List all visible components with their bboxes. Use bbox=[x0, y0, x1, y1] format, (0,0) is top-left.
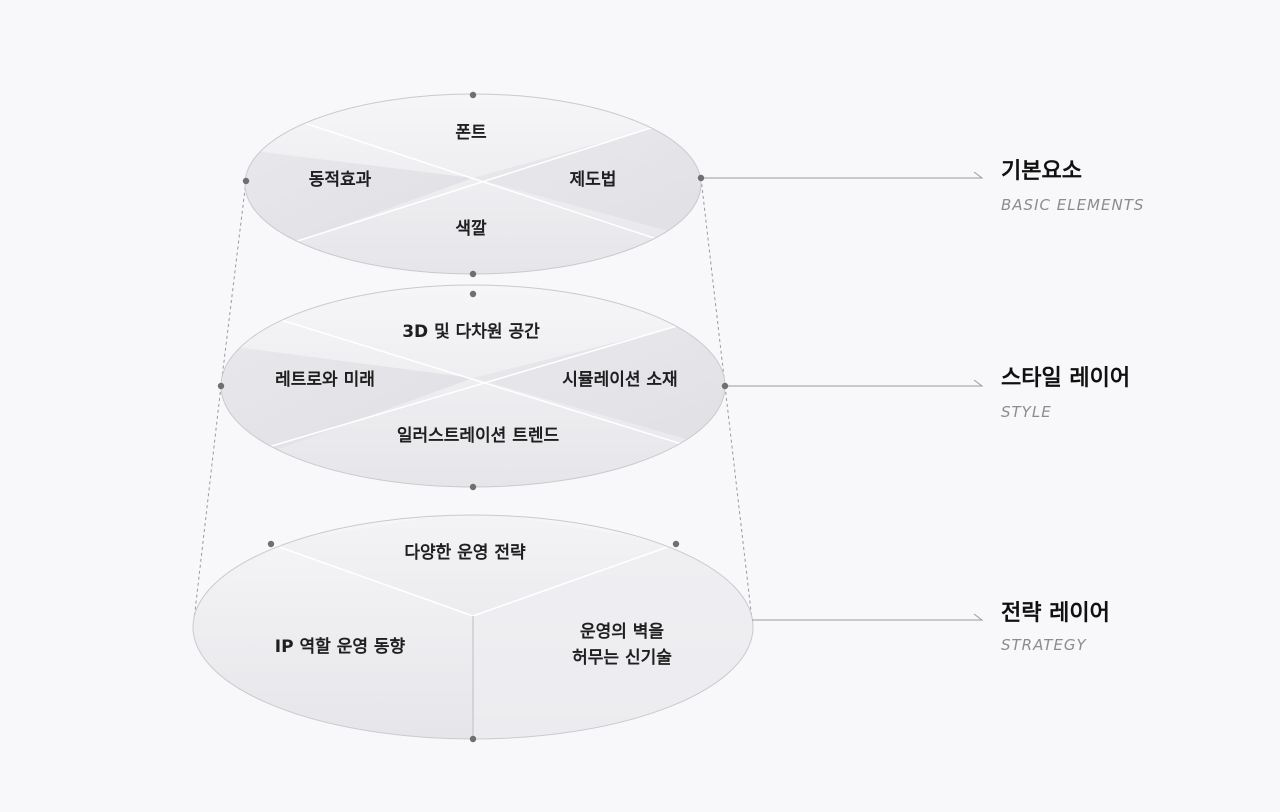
layer-title-strategy: 전략 레이어 bbox=[1001, 601, 1110, 626]
pointer-style-layer bbox=[725, 379, 984, 387]
segment-label-ip-role: IP 역할 운영 동향 bbox=[275, 636, 406, 657]
layer-subtitle-style: STYLE bbox=[1001, 403, 1052, 421]
segment-label-3d: 3D 및 다차원 공간 bbox=[402, 322, 540, 342]
disc-strategy-layer: 다양한 운영 전략 IP 역할 운영 동향 운영의 벽을 허무는 신기술 bbox=[192, 514, 754, 740]
segment-label-drafting: 제도법 bbox=[570, 170, 617, 190]
segment-label-simulation: 시뮬레이션 소재 bbox=[562, 370, 677, 390]
dot bbox=[469, 91, 477, 99]
segment-left-dark bbox=[221, 345, 473, 470]
dot bbox=[672, 540, 680, 548]
layer-title-basic: 기본요소 bbox=[1001, 159, 1082, 184]
dot bbox=[242, 177, 250, 185]
segment-label-motion: 동적효과 bbox=[309, 170, 372, 190]
segment-right-dark bbox=[473, 115, 701, 240]
segment-top-light bbox=[271, 515, 676, 616]
disc-style-layer: 3D 및 다차원 공간 레트로와 미래 시뮬레이션 소재 일러스트레이션 트렌드 bbox=[220, 284, 726, 488]
disc-basic-elements: 폰트 동적효과 제도법 색깔 bbox=[244, 93, 702, 275]
segment-label-strategies: 다양한 운영 전략 bbox=[404, 543, 526, 563]
dot bbox=[697, 174, 705, 182]
segment-left-dark bbox=[246, 150, 473, 260]
dot bbox=[217, 382, 225, 390]
segment-right-dark bbox=[473, 315, 725, 450]
segment-right-light bbox=[473, 544, 753, 739]
pointer-strategy-layer bbox=[752, 613, 984, 621]
dot bbox=[469, 270, 477, 278]
layer-subtitle-strategy: STRATEGY bbox=[1001, 636, 1088, 654]
connector-left-upper bbox=[220, 180, 247, 387]
pointer-basic-elements bbox=[701, 171, 984, 179]
pointer-lines bbox=[701, 171, 984, 621]
dot bbox=[721, 382, 729, 390]
dashed-connectors bbox=[193, 177, 753, 621]
segment-label-color: 색깔 bbox=[455, 218, 487, 239]
layer-subtitle-basic: BASIC ELEMENTS bbox=[1001, 196, 1144, 214]
segment-label-new-tech-line1: 운영의 벽을 bbox=[580, 622, 664, 642]
dot bbox=[469, 735, 477, 743]
dot bbox=[469, 483, 477, 491]
dot bbox=[267, 540, 275, 548]
segment-label-illustration: 일러스트레이션 트렌드 bbox=[397, 426, 560, 446]
segment-label-retro: 레트로와 미래 bbox=[275, 370, 375, 390]
connector-right-upper bbox=[700, 177, 726, 387]
anchor-dots bbox=[217, 91, 729, 743]
segment-label-new-tech-line2: 허무는 신기술 bbox=[572, 648, 672, 668]
layer-title-style: 스타일 레이어 bbox=[1001, 366, 1130, 391]
dot bbox=[469, 290, 477, 298]
segment-label-font: 폰트 bbox=[455, 123, 487, 143]
layer-labels: 기본요소 BASIC ELEMENTS 스타일 레이어 STYLE 전략 레이어… bbox=[1001, 159, 1144, 654]
